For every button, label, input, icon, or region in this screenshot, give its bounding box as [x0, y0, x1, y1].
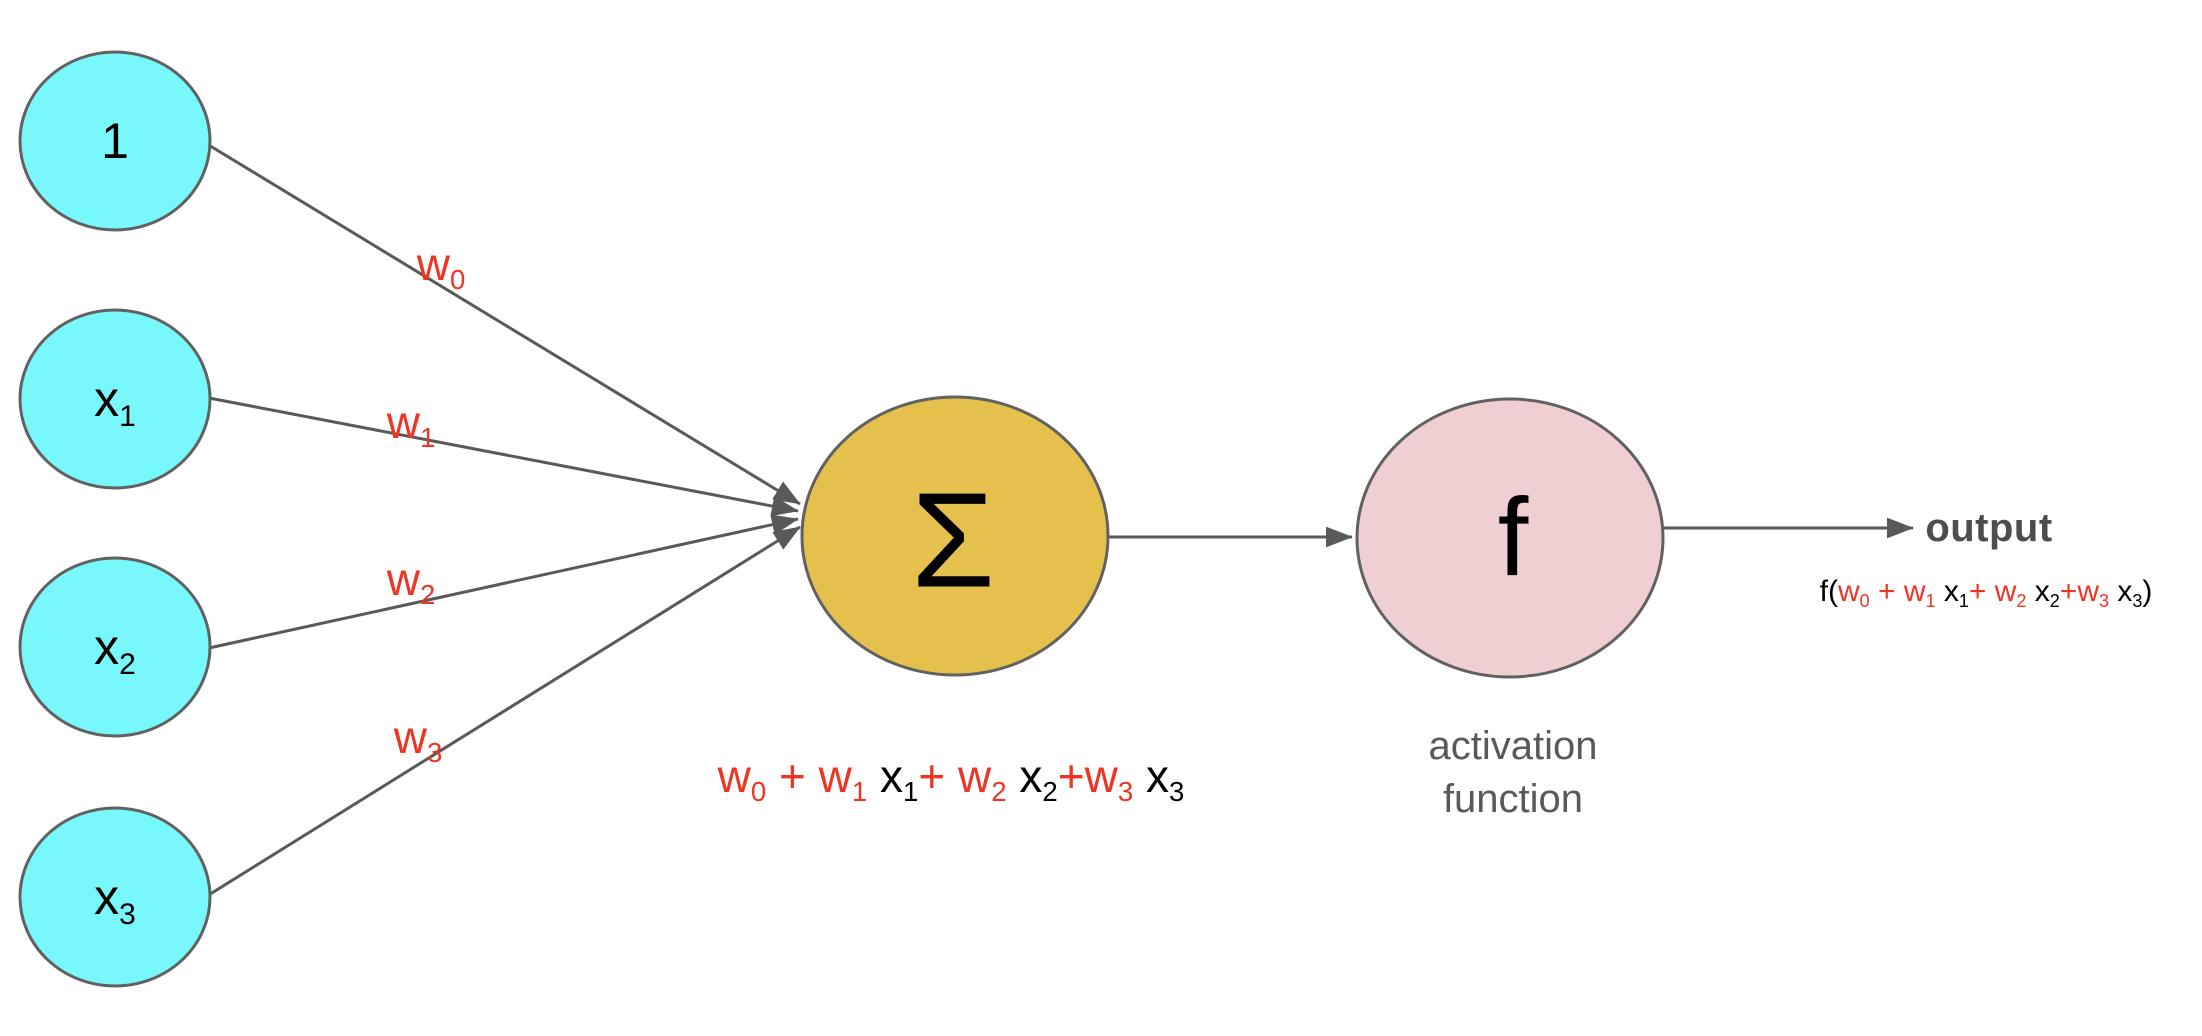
activation-symbol: f — [1497, 476, 1529, 599]
x3-node-label: x3 — [94, 869, 136, 931]
weight-w3-label: w3 — [393, 711, 443, 769]
input-node-bias — [18, 50, 212, 232]
weight-w1-label: w1 — [386, 396, 436, 454]
activation-caption-line1: activation — [1428, 724, 1598, 769]
activation-node — [1355, 397, 1665, 679]
output-label: output — [1925, 506, 2053, 550]
activation-caption-line2: function — [1442, 777, 1584, 821]
input-node-x2 — [18, 556, 212, 738]
weight-w2-label: w2 — [386, 553, 436, 611]
edge-x1-to-sum — [208, 396, 799, 517]
bias-node-label: 1 — [101, 113, 129, 169]
x2-node-label: x2 — [94, 619, 136, 681]
activation-caption: activation function — [1429, 720, 1598, 826]
input-node-x3 — [18, 806, 212, 988]
weight-w0-label: w0 — [416, 238, 466, 296]
input-node-x1 — [18, 308, 212, 490]
edge-x2-to-sum — [208, 514, 799, 650]
edge-bias-to-sum — [206, 142, 801, 506]
output-formula: f(w0 + w1 x1+ w2 x2+w3 x3) — [1819, 575, 2153, 611]
x1-node-label: x1 — [94, 371, 136, 433]
sum-symbol: Σ — [911, 464, 995, 616]
edge-x3-to-sum — [206, 525, 801, 898]
sum-formula: w0 + w1 x1+ w2 x2+w3 x3 — [717, 750, 1185, 808]
sum-node — [800, 395, 1110, 677]
